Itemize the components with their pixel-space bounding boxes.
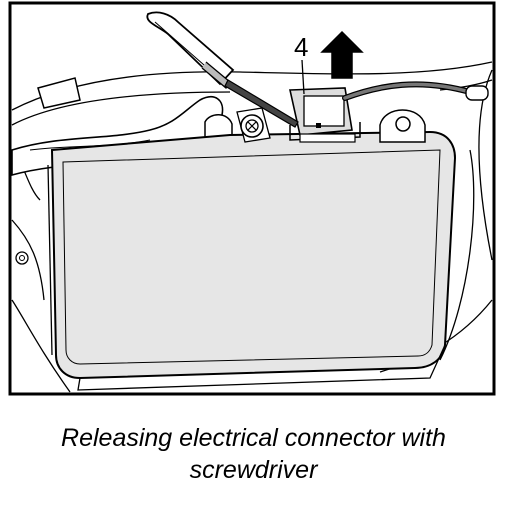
screwdriver-icon [146,11,299,128]
bolt-icon [236,107,271,143]
figure-caption: Releasing electrical connector with scre… [0,422,507,486]
up-arrow-icon [320,30,364,79]
cable-sleeve [465,85,489,101]
figure-frame [8,1,496,396]
control-module [47,130,457,391]
panel-hole-inner [19,255,25,261]
mounting-lug [379,109,426,143]
caption-line-2: screwdriver [189,456,318,484]
electrical-connector [289,87,361,143]
caption-line-1: Releasing electrical connector with [61,424,446,452]
wiring-harness [342,81,473,101]
callout-leader [301,59,305,95]
callout-label: 4 [294,32,308,62]
left-bracket [37,77,81,109]
body-panel-lines [11,61,493,393]
panel-hole [15,251,29,265]
